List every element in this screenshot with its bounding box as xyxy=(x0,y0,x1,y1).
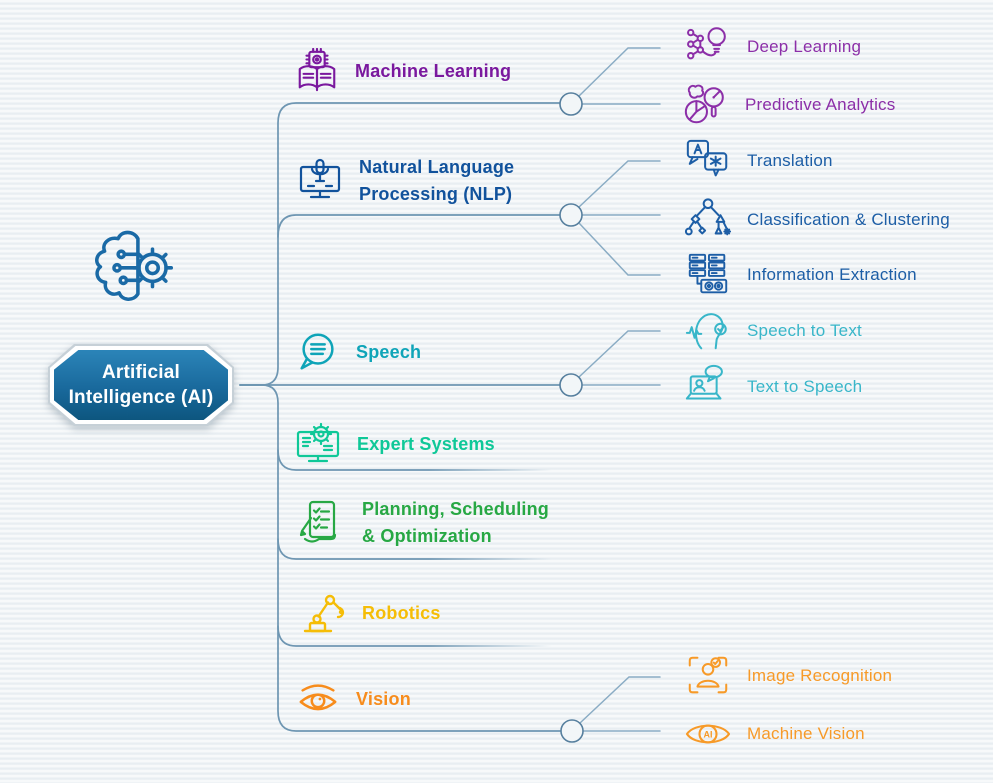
branch-machine-learning: Machine Learning xyxy=(294,48,511,94)
leaf-label: Predictive Analytics xyxy=(745,95,896,114)
branch-expert-systems: Expert Systems xyxy=(294,420,495,468)
branch-label: Expert Systems xyxy=(357,433,495,454)
branch-label: Speech xyxy=(356,341,422,362)
head-soundwave-check-icon xyxy=(685,313,727,350)
monitor-microphone-icon xyxy=(299,158,341,199)
book-chip-icon xyxy=(298,48,336,92)
leaf-deep-learning: Deep Learning xyxy=(684,23,861,71)
branch-nlp: Natural Language Processing (NLP) xyxy=(296,154,514,208)
leaf-label: Machine Vision xyxy=(747,724,865,743)
branch-label: Natural Language Processing (NLP) xyxy=(359,157,515,204)
leaf-translation: Translation xyxy=(684,137,833,185)
leaf-label: Text to Speech xyxy=(747,377,863,396)
junction-nlp xyxy=(559,203,583,227)
branch-label: Planning, Scheduling & Optimization xyxy=(362,499,550,546)
leaf-label: Information Extraction xyxy=(747,265,917,284)
laptop-person-bubble-icon xyxy=(685,364,723,400)
neural-network-bulb-icon xyxy=(687,27,726,60)
branch-vision: Vision xyxy=(295,676,411,722)
eye-icon xyxy=(299,684,337,711)
leaf-classification-clustering: Classification & Clustering xyxy=(684,196,950,244)
branch-label: Vision xyxy=(356,688,411,709)
branch-label: Robotics xyxy=(362,602,441,623)
face-scan-check-icon xyxy=(688,656,728,694)
branch-planning-scheduling-optimization: Planning, Scheduling & Optimization xyxy=(297,496,549,550)
decision-tree-shapes-icon xyxy=(684,198,732,236)
leaf-information-extraction: Information Extraction xyxy=(684,251,917,299)
leaf-machine-vision: AI Machine Vision xyxy=(684,710,865,758)
leaf-speech-to-text: Speech to Text xyxy=(684,307,862,355)
junction-vision xyxy=(560,719,584,743)
leaf-text-to-speech: Text to Speech xyxy=(684,363,862,411)
root-node-artificial-intelligence: Artificial Intelligence (AI) xyxy=(48,344,234,426)
leaf-label: Speech to Text xyxy=(747,321,862,340)
pie-chart-magnifier-icon xyxy=(684,84,724,124)
leaf-predictive-analytics: Predictive Analytics xyxy=(682,81,895,129)
leaf-label: Image Recognition xyxy=(747,666,893,685)
translation-bubbles-icon xyxy=(686,139,728,177)
monitor-gear-document-icon xyxy=(296,422,340,463)
branch-speech: Speech xyxy=(295,329,421,375)
branch-label: Machine Learning xyxy=(355,60,512,81)
branch-robotics: Robotics xyxy=(297,588,441,638)
root-node-body: Artificial Intelligence (AI) xyxy=(54,350,228,420)
leaf-label: Deep Learning xyxy=(747,37,862,56)
servers-gears-icon xyxy=(688,253,728,294)
eye-ai-icon: AI xyxy=(685,724,731,744)
robot-arm-icon xyxy=(303,594,345,633)
leaf-label: Translation xyxy=(747,151,833,170)
junction-machine-learning xyxy=(559,92,583,116)
root-label-line1: Artificial xyxy=(101,362,181,383)
chat-bubble-lines-icon xyxy=(300,333,334,370)
root-label-line2: Intelligence (AI) xyxy=(68,387,214,408)
leaf-image-recognition: Image Recognition xyxy=(684,652,892,700)
checklist-pencil-icon xyxy=(299,500,337,543)
leaf-label: Classification & Clustering xyxy=(747,210,950,229)
svg-text:AI: AI xyxy=(704,730,713,740)
junction-speech xyxy=(559,373,583,397)
brain-gear-icon xyxy=(95,230,174,301)
